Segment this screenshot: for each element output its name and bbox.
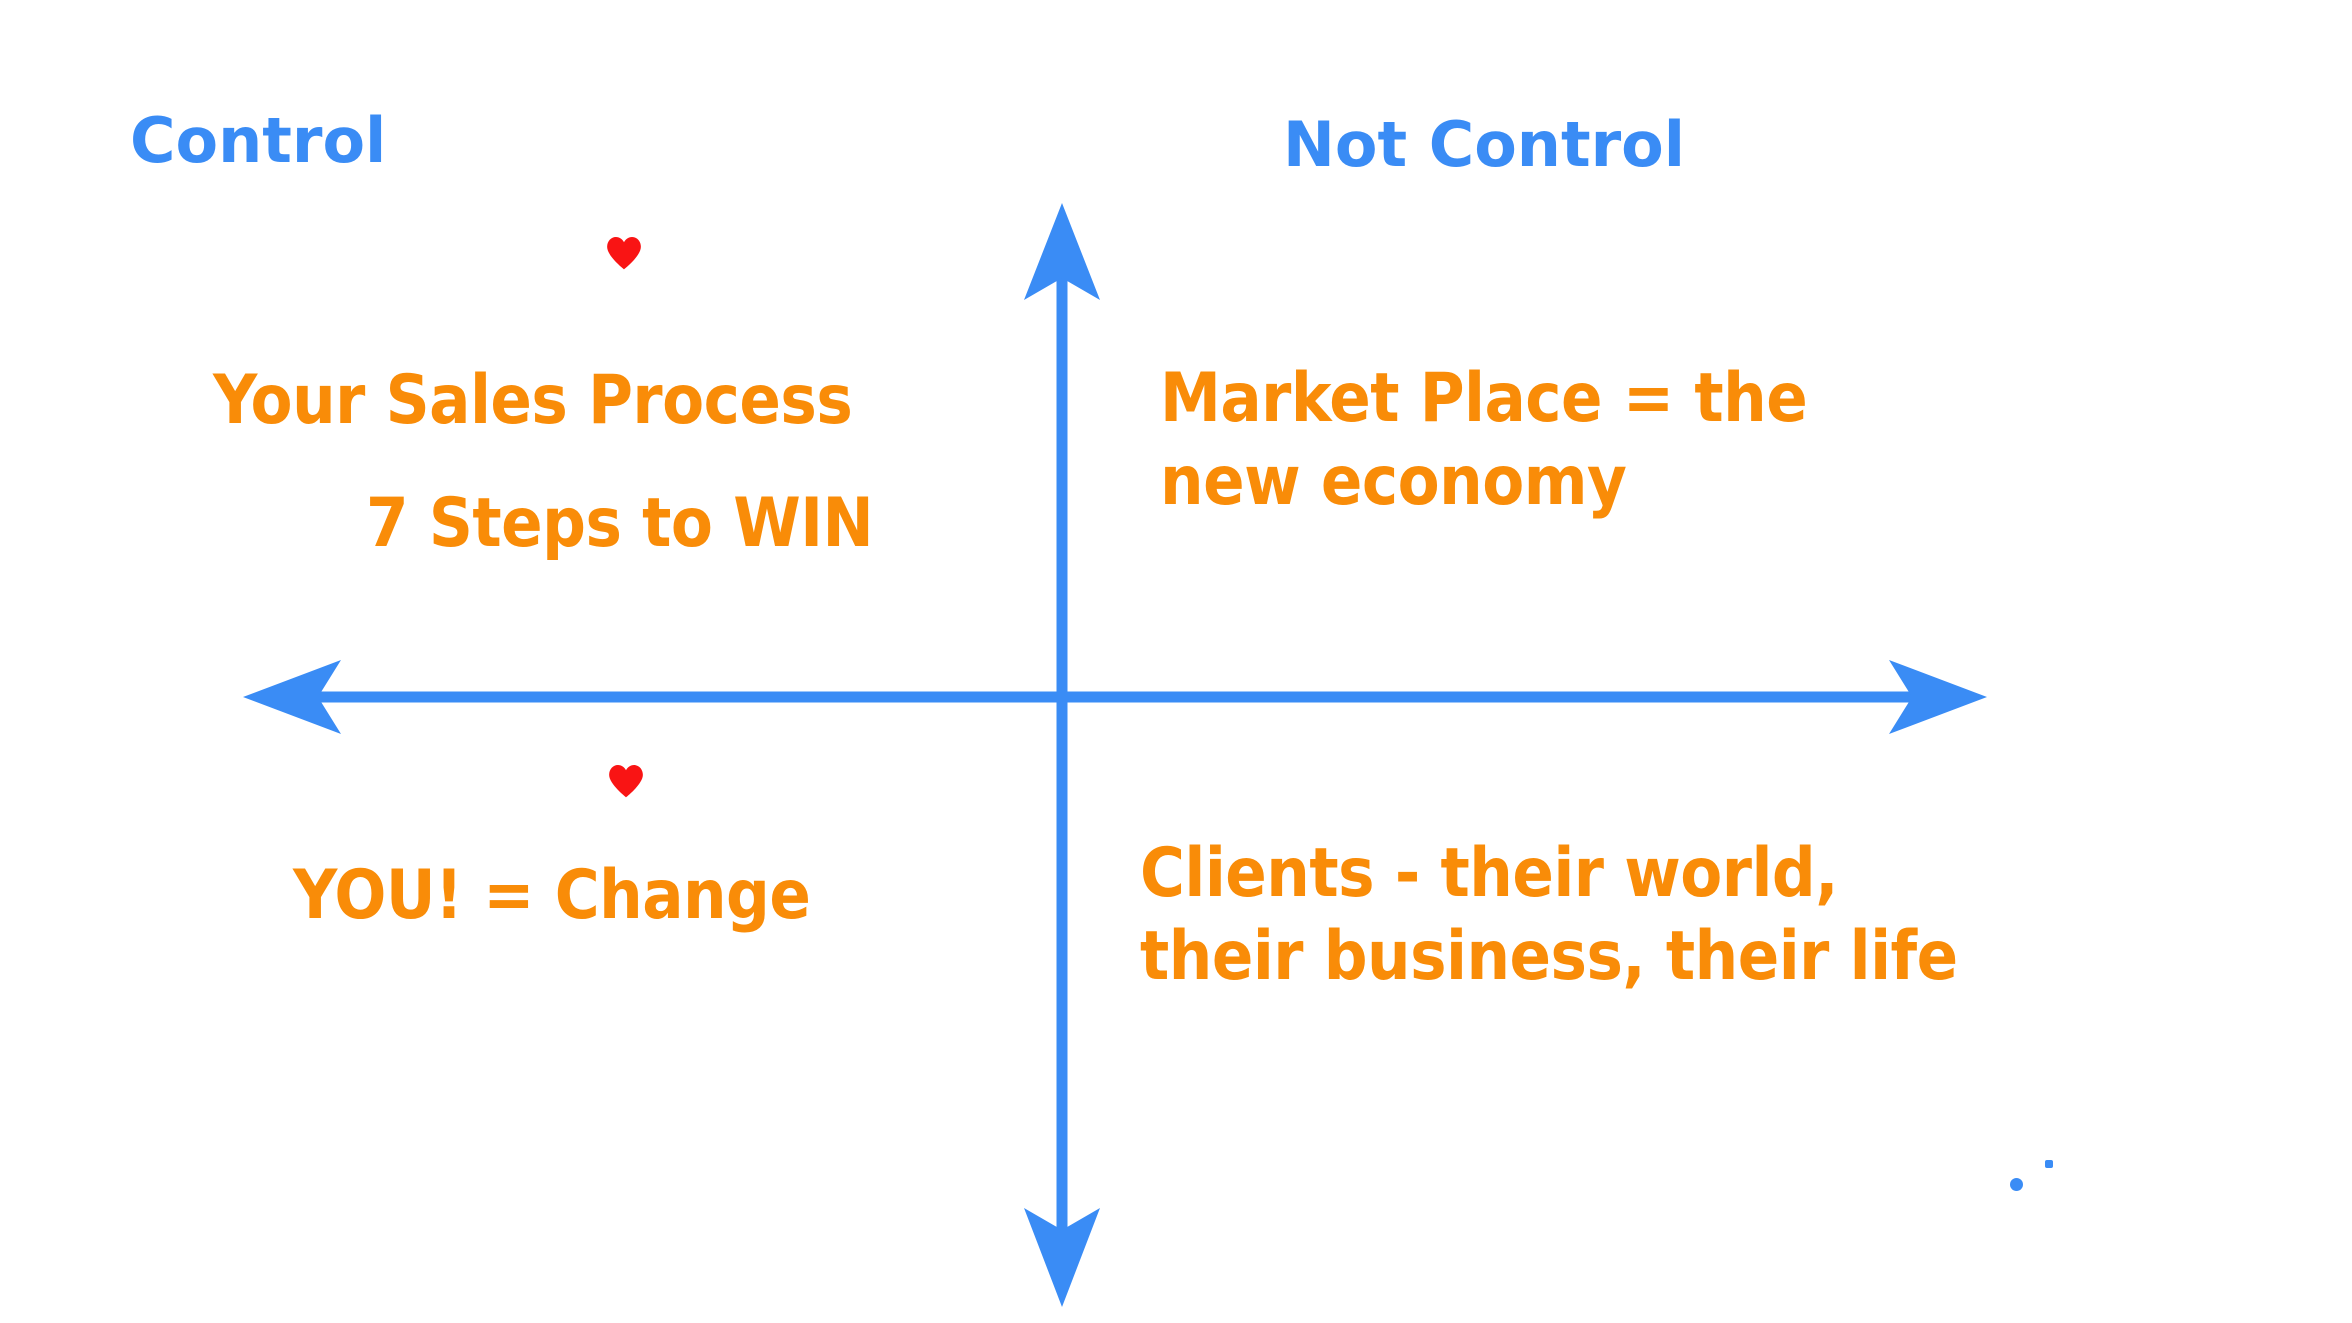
quadrant-top-left-line1: Your Sales Process — [213, 361, 853, 440]
heart-icon — [607, 237, 641, 270]
axis-label-control: Control — [130, 104, 387, 177]
blue-dot-small-icon — [2045, 1160, 2053, 1168]
quadrant-bottom-right-text: Clients - their world, their business, t… — [1140, 834, 1958, 996]
quadrant-top-right-text: Market Place = the new economy — [1160, 359, 1808, 521]
quadrant-bottom-left-text: YOU! = Change — [293, 856, 811, 935]
axis-arrowhead-up — [1024, 203, 1100, 300]
axis-arrowhead-down — [1024, 1208, 1100, 1307]
quadrant-top-left-line2: 7 Steps to WIN — [366, 484, 874, 563]
axis-label-not-control: Not Control — [1283, 108, 1686, 181]
blue-dot-icon — [2010, 1178, 2023, 1191]
axis-arrowhead-left — [243, 660, 341, 734]
heart-icon — [609, 765, 643, 798]
axis-arrowhead-right — [1889, 660, 1987, 734]
